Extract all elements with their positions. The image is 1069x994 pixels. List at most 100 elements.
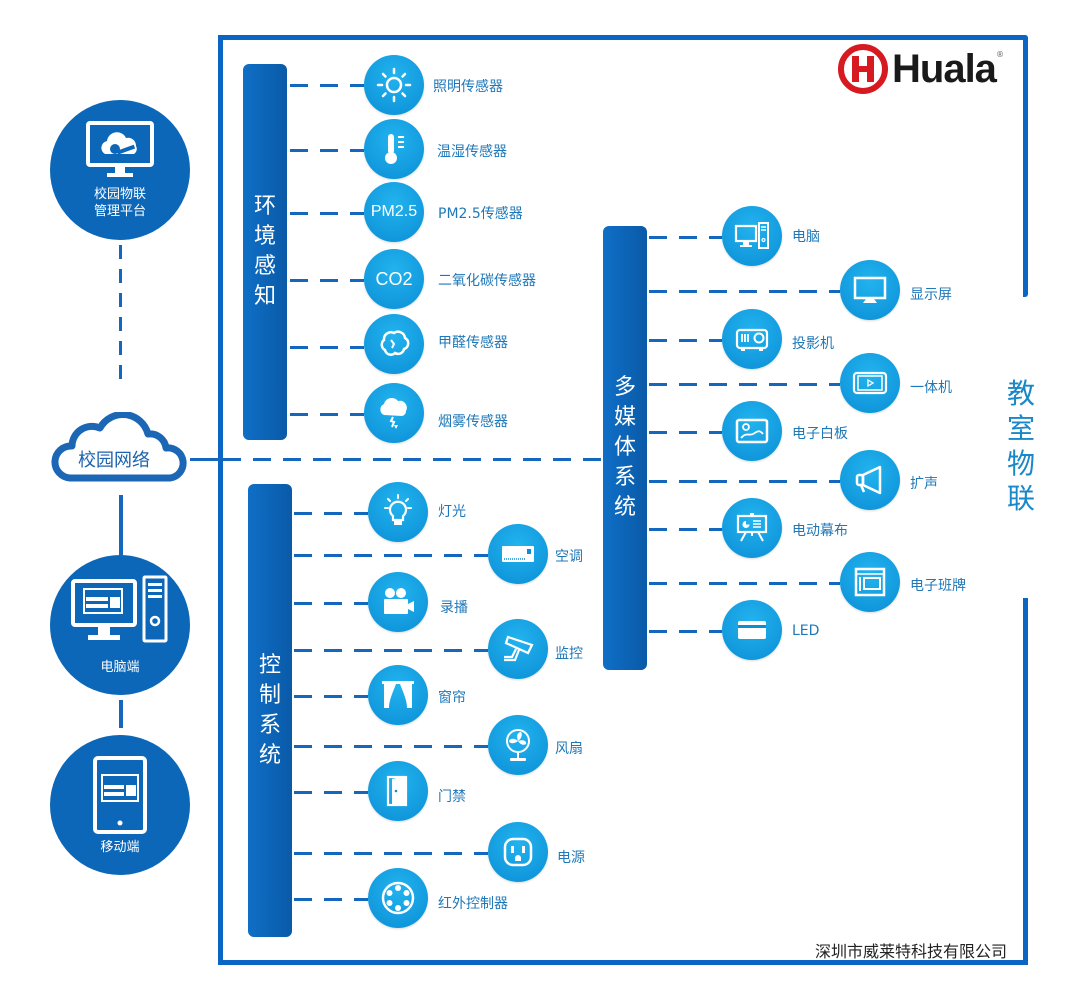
- ctrl-item-recording[interactable]: [368, 572, 428, 632]
- connector-dash: [294, 745, 488, 748]
- computer-icon: [734, 222, 769, 249]
- gas-cloud-icon: [380, 330, 410, 356]
- mm-item-label: 电子班牌: [910, 578, 966, 594]
- co2-icon-text: CO2: [375, 268, 413, 289]
- mm-item-all-in-one[interactable]: [840, 353, 900, 413]
- env-item-smoke-sensor[interactable]: [364, 383, 424, 443]
- mm-item-motorized-screen[interactable]: [722, 498, 782, 558]
- connector-dash: [290, 413, 364, 416]
- connector-dash: [290, 149, 364, 152]
- mm-item-label: 电动幕布: [792, 523, 848, 539]
- door-icon: [386, 775, 408, 807]
- video-camera-icon: [384, 588, 414, 614]
- huala-logo: Huala ®: [838, 44, 1004, 94]
- platform-label-line1: 校园物联: [93, 187, 146, 202]
- connector-dash: [294, 512, 368, 515]
- control-group-bar[interactable]: 控制系统: [248, 484, 292, 937]
- env-item-label: 温湿传感器: [437, 144, 507, 160]
- env-item-label: 烟雾传感器: [438, 414, 508, 430]
- environment-group-bar[interactable]: 环境感知: [243, 64, 287, 440]
- mm-item-display[interactable]: [840, 260, 900, 320]
- ctrl-item-label: 窗帘: [438, 690, 466, 706]
- env-item-label: 二氧化碳传感器: [438, 273, 536, 289]
- ctrl-item-label: 录播: [440, 600, 468, 616]
- mm-item-led[interactable]: [722, 600, 782, 660]
- mm-item-computer[interactable]: [722, 206, 782, 266]
- fan-icon: [506, 729, 530, 761]
- desktop-computer-icon: [71, 575, 168, 642]
- mobile-client-node[interactable]: 移动端: [50, 735, 190, 875]
- cctv-camera-icon: [504, 635, 534, 662]
- curtain-icon: [382, 681, 414, 708]
- mm-item-label: 投影机: [792, 336, 834, 352]
- monitor-cloud-gear-icon: [86, 121, 154, 177]
- mm-item-whiteboard[interactable]: [722, 401, 782, 461]
- ctrl-item-air-conditioner[interactable]: [488, 524, 548, 584]
- class-sign-icon: [854, 567, 886, 597]
- all-in-one-icon: [852, 371, 888, 395]
- env-item-co2-sensor[interactable]: CO2: [364, 249, 424, 309]
- mm-item-label: LED: [792, 623, 820, 639]
- projector-icon: [735, 328, 769, 351]
- connector-dash: [290, 84, 364, 87]
- ctrl-item-power[interactable]: [488, 822, 548, 882]
- ctrl-item-curtain[interactable]: [368, 665, 428, 725]
- multimedia-group-bar[interactable]: 多媒体系统: [603, 226, 647, 670]
- ctrl-item-surveillance[interactable]: [488, 619, 548, 679]
- network-pc-connector: [119, 495, 123, 555]
- led-panel-icon: [738, 621, 766, 639]
- env-item-formaldehyde-sensor[interactable]: [364, 314, 424, 374]
- control-group-title: 控制系统: [258, 652, 281, 768]
- connector-dash: [294, 649, 488, 652]
- megaphone-icon: [855, 465, 882, 495]
- power-outlet-icon: [503, 837, 533, 867]
- ctrl-item-label: 门禁: [438, 789, 466, 805]
- mm-item-sound-amplification[interactable]: [840, 450, 900, 510]
- mobile-client-label: 移动端: [100, 839, 140, 855]
- ctrl-item-access-control[interactable]: [368, 761, 428, 821]
- ctrl-item-infrared-controller[interactable]: [368, 868, 428, 928]
- connector-dash: [294, 898, 368, 901]
- frame-left-border: [218, 35, 223, 965]
- frame-right-border-top: [1023, 35, 1028, 297]
- network-frame-connector: [190, 458, 220, 461]
- projection-screen-icon: [736, 513, 768, 542]
- env-item-label: 照明传感器: [433, 79, 503, 95]
- campus-network-cloud[interactable]: 校园网络: [50, 412, 190, 486]
- pc-client-node[interactable]: 电脑端: [50, 555, 190, 695]
- thermometer-icon: [385, 134, 404, 164]
- connector-dash: [290, 346, 364, 349]
- connector-dash: [294, 791, 368, 794]
- connector-dash: [294, 852, 488, 855]
- connector-dash: [649, 339, 722, 342]
- ctrl-item-label: 电源: [557, 850, 585, 866]
- ctrl-item-label: 红外控制器: [438, 896, 508, 912]
- env-item-temp-humidity-sensor[interactable]: [364, 119, 424, 179]
- env-item-lighting-sensor[interactable]: [364, 55, 424, 115]
- cloud-icon: [51, 412, 187, 482]
- frame-bottom-border: [218, 960, 1028, 965]
- connector-dash: [649, 290, 840, 293]
- connector-dash: [649, 630, 722, 633]
- connector-dash: [294, 602, 368, 605]
- ctrl-item-fan[interactable]: [488, 715, 548, 775]
- platform-node[interactable]: 校园物联管理平台: [50, 100, 190, 240]
- pc-client-label: 电脑端: [100, 659, 140, 675]
- smoke-icon: [380, 397, 407, 429]
- light-bulb-icon: [384, 494, 412, 525]
- env-item-label: PM2.5传感器: [438, 206, 523, 222]
- ctrl-item-lighting[interactable]: [368, 482, 428, 542]
- logo-text: Huala: [892, 46, 997, 91]
- mm-item-projector[interactable]: [722, 309, 782, 369]
- display-icon: [853, 276, 887, 303]
- network-multimedia-connector: [223, 458, 603, 461]
- mm-item-class-sign[interactable]: [840, 552, 900, 612]
- connector-dash: [290, 212, 364, 215]
- mm-item-label: 扩声: [910, 476, 938, 492]
- ctrl-item-label: 监控: [555, 646, 583, 662]
- company-name: 深圳市威莱特科技有限公司: [815, 942, 1008, 961]
- platform-network-connector: [119, 245, 122, 385]
- ctrl-item-label: 灯光: [438, 504, 466, 520]
- env-item-pm25-sensor[interactable]: PM2.5: [364, 182, 424, 242]
- registered-mark: ®: [995, 50, 1004, 59]
